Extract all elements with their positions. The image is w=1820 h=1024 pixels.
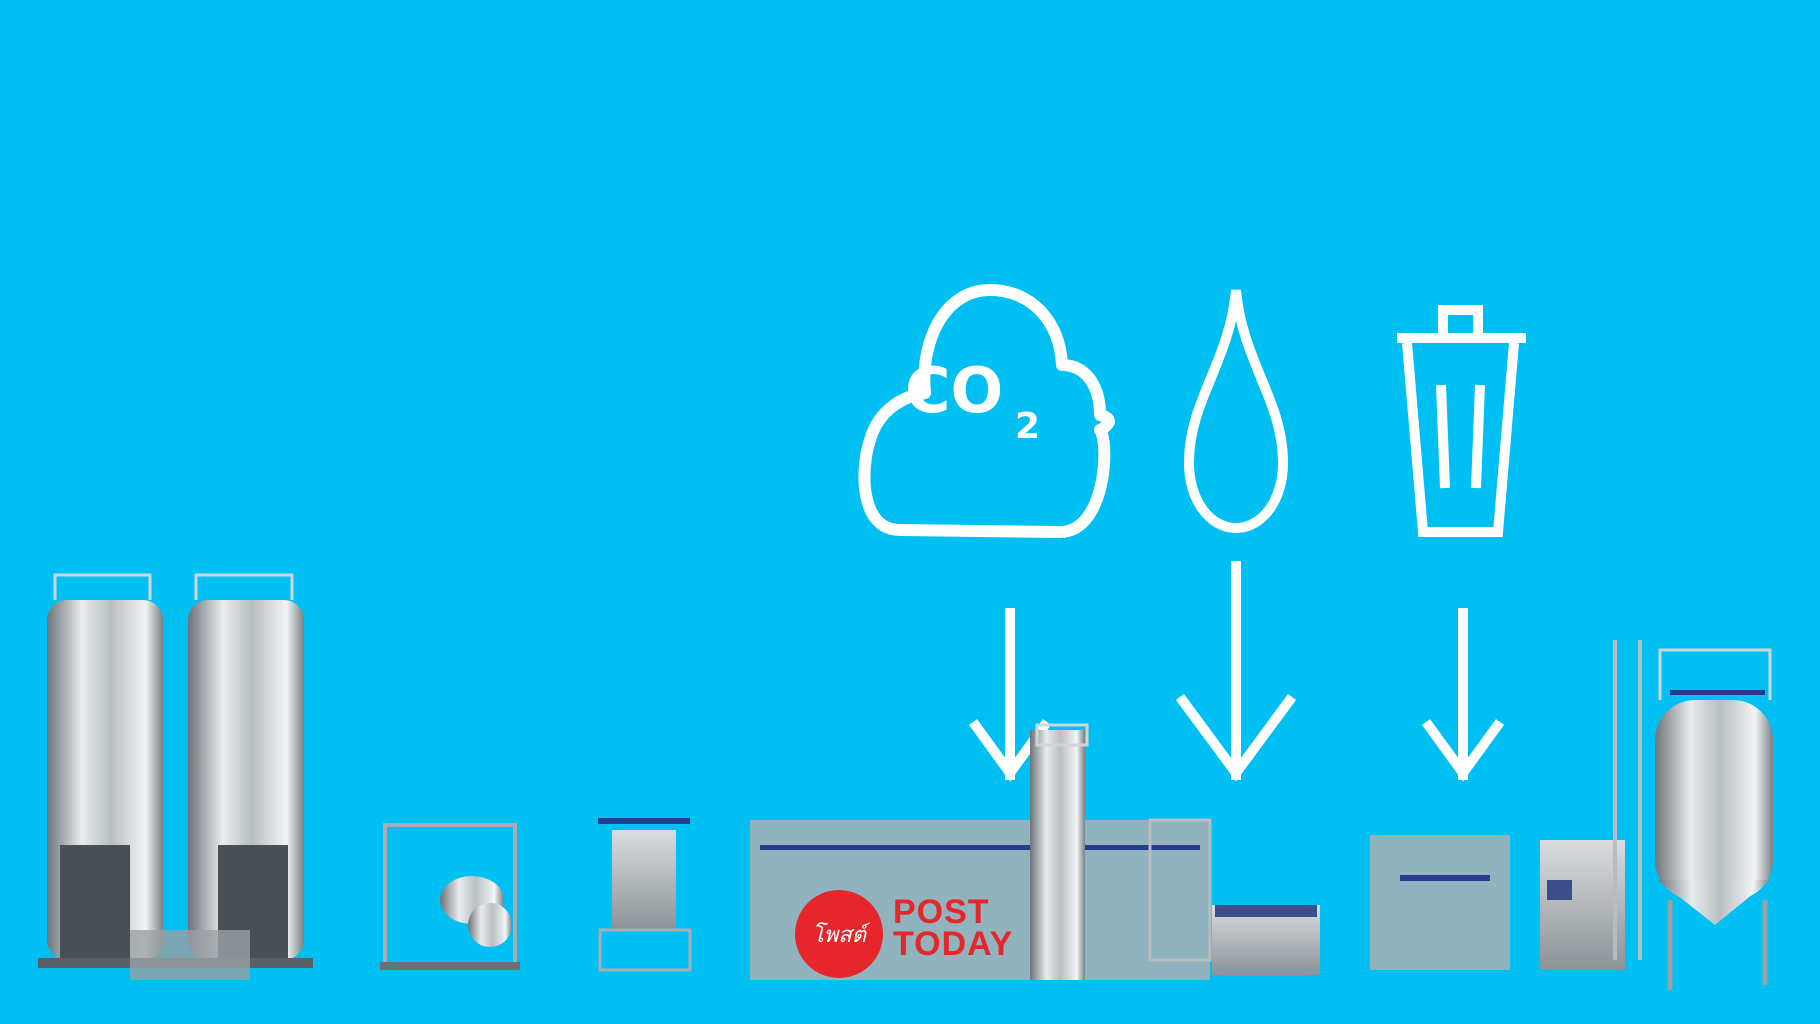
mixing-tank bbox=[1613, 640, 1773, 990]
post-today-watermark: โพสต์ POST TODAY bbox=[795, 890, 1055, 990]
co2-cloud-icon: CO 2 bbox=[858, 284, 1115, 538]
watermark-line1: POST bbox=[893, 893, 990, 931]
watermark-text: POST TODAY bbox=[893, 893, 1014, 963]
filling-unit bbox=[1370, 835, 1625, 970]
trash-bin-icon bbox=[1397, 305, 1526, 537]
control-cabinet bbox=[598, 818, 692, 972]
down-arrow-icon bbox=[1421, 608, 1505, 782]
down-arrow-icon bbox=[1175, 561, 1297, 782]
svg-text:CO: CO bbox=[905, 354, 1003, 427]
watermark-line2: TODAY bbox=[893, 925, 1014, 963]
watermark-logo-circle: โพสต์ bbox=[795, 890, 883, 978]
svg-text:2: 2 bbox=[1015, 406, 1040, 447]
water-drop-icon bbox=[1183, 289, 1289, 534]
separator-machine bbox=[380, 823, 520, 970]
silo-tanks bbox=[38, 573, 313, 980]
